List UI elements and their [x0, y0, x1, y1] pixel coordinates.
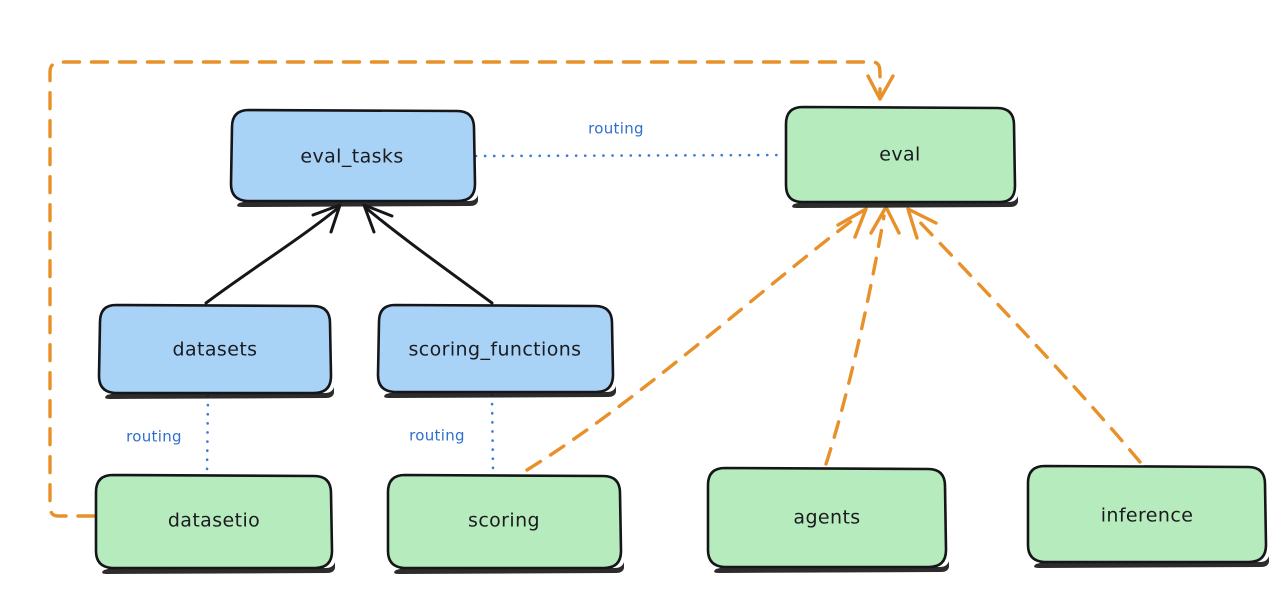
node-datasetio[interactable]: datasetio: [94, 473, 335, 574]
node-label-scoring: scoring: [468, 510, 540, 532]
edge-label-routing-datasetio: routing: [126, 428, 182, 446]
edge-label-routing-eval: routing: [588, 120, 644, 138]
node-scoring_functions[interactable]: scoring_functions: [376, 303, 616, 398]
node-scoring[interactable]: scoring: [386, 473, 624, 574]
node-eval[interactable]: eval: [784, 105, 1018, 208]
edge-agents-eval: [824, 205, 901, 466]
edge-datasets-datasetio: [205, 394, 210, 474]
node-label-inference: inference: [1101, 505, 1194, 527]
node-label-datasets: datasets: [173, 339, 258, 361]
node-label-eval: eval: [879, 144, 920, 166]
node-inference[interactable]: inference: [1026, 464, 1269, 568]
node-label-scoring_functions: scoring_functions: [409, 339, 582, 361]
node-agents[interactable]: agents: [706, 466, 949, 573]
edge-scoring_functions-scoring: [490, 393, 495, 474]
node-datasets[interactable]: datasets: [97, 303, 334, 399]
edge-scoring-eval: [525, 207, 868, 472]
edge-label-routing-scoring: routing: [409, 427, 465, 445]
edge-datasetio-eval: [48, 60, 895, 518]
node-label-datasetio: datasetio: [168, 510, 260, 532]
node-eval_tasks[interactable]: eval_tasks: [229, 108, 478, 207]
edge-eval_tasks-eval: [474, 153, 786, 158]
node-label-agents: agents: [793, 507, 860, 529]
edge-datasets-eval_tasks: [204, 203, 342, 305]
edge-inference-eval: [906, 207, 1142, 464]
edge-scoring_functions-eval_tasks: [362, 203, 494, 305]
node-label-eval_tasks: eval_tasks: [300, 146, 403, 168]
